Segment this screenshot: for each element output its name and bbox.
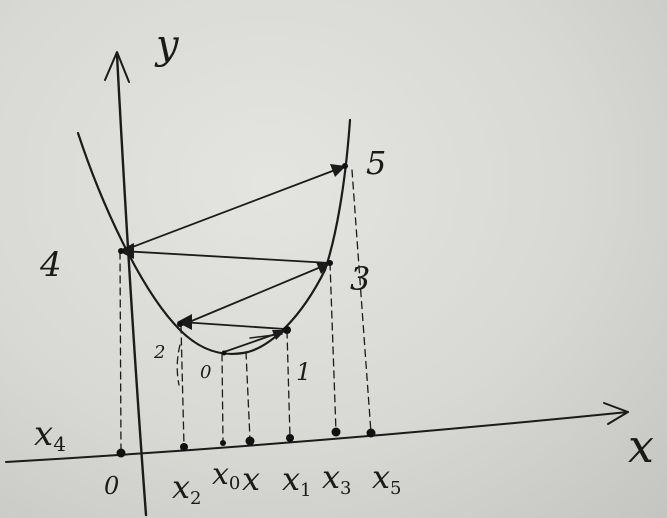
arrow-2-to-3 bbox=[181, 263, 329, 326]
dashed-squiggle bbox=[176, 344, 181, 386]
x-label-x2: x2 bbox=[172, 468, 202, 509]
arrow-1-double-stroke bbox=[249, 333, 283, 339]
point-label-0: 0 bbox=[200, 362, 211, 383]
dashed-projections bbox=[119, 169, 372, 453]
x-axis-arrow-icon bbox=[603, 402, 629, 425]
point-label-2: 2 bbox=[153, 342, 165, 363]
arrow-3-to-4 bbox=[121, 250, 331, 264]
dashed-line-x bbox=[245, 351, 251, 441]
curve-point-0 bbox=[221, 350, 227, 356]
x-axis-label: x bbox=[628, 419, 654, 473]
curve-points bbox=[118, 163, 348, 356]
dot-x3 bbox=[331, 427, 341, 437]
point-label-4: 4 bbox=[39, 245, 62, 285]
y-axis-arrow-icon bbox=[104, 51, 130, 83]
x-label-x3: x3 bbox=[322, 458, 352, 499]
dot-x2 bbox=[180, 443, 188, 451]
dot-x5 bbox=[366, 428, 376, 438]
x-axis-line bbox=[5, 411, 629, 463]
curve-point-1 bbox=[283, 326, 291, 334]
y-axis-line bbox=[115, 53, 148, 517]
x-label-x0: x0 bbox=[212, 457, 240, 494]
x-axis-labels: x4 x2 x0 x x1 x3 x5 bbox=[34, 414, 402, 509]
dashed-line-x0 bbox=[221, 353, 224, 443]
x-label-x1: x1 bbox=[282, 460, 312, 501]
curve-point-5 bbox=[342, 163, 348, 169]
arrow-4-to-5-head-icon bbox=[330, 164, 346, 177]
curve-point-3 bbox=[327, 260, 333, 266]
arrow-1-to-2 bbox=[180, 321, 286, 330]
x-label-x5: x5 bbox=[372, 458, 402, 499]
dashed-line-x1 bbox=[286, 330, 291, 439]
x-axis-dots bbox=[116, 427, 376, 458]
x-label-x: x bbox=[242, 460, 260, 498]
x-label-x4: x4 bbox=[34, 414, 66, 456]
point-label-1: 1 bbox=[296, 358, 311, 386]
origin-label: 0 bbox=[104, 472, 119, 500]
dashed-line-x2 bbox=[180, 325, 185, 447]
y-axis-label: y bbox=[154, 22, 180, 68]
curve-point-4 bbox=[118, 248, 124, 254]
dot-x4 bbox=[116, 448, 126, 458]
point-label-3: 3 bbox=[350, 260, 370, 298]
dot-x0 bbox=[220, 440, 226, 446]
dashed-line-x3 bbox=[329, 262, 337, 433]
iteration-arrows bbox=[118, 164, 346, 353]
parabola-curve bbox=[76, 118, 352, 356]
arrow-4-to-5 bbox=[121, 166, 344, 252]
dot-x1 bbox=[286, 434, 294, 442]
arrow-2-to-3-head-icon bbox=[316, 262, 331, 274]
curve-point-2 bbox=[177, 321, 183, 327]
dashed-line-x5 bbox=[351, 169, 372, 434]
point-label-5: 5 bbox=[366, 144, 386, 182]
dot-x bbox=[245, 436, 255, 446]
dashed-line-x4 bbox=[119, 251, 122, 453]
arrow-1-to-2-head-icon bbox=[177, 314, 192, 330]
